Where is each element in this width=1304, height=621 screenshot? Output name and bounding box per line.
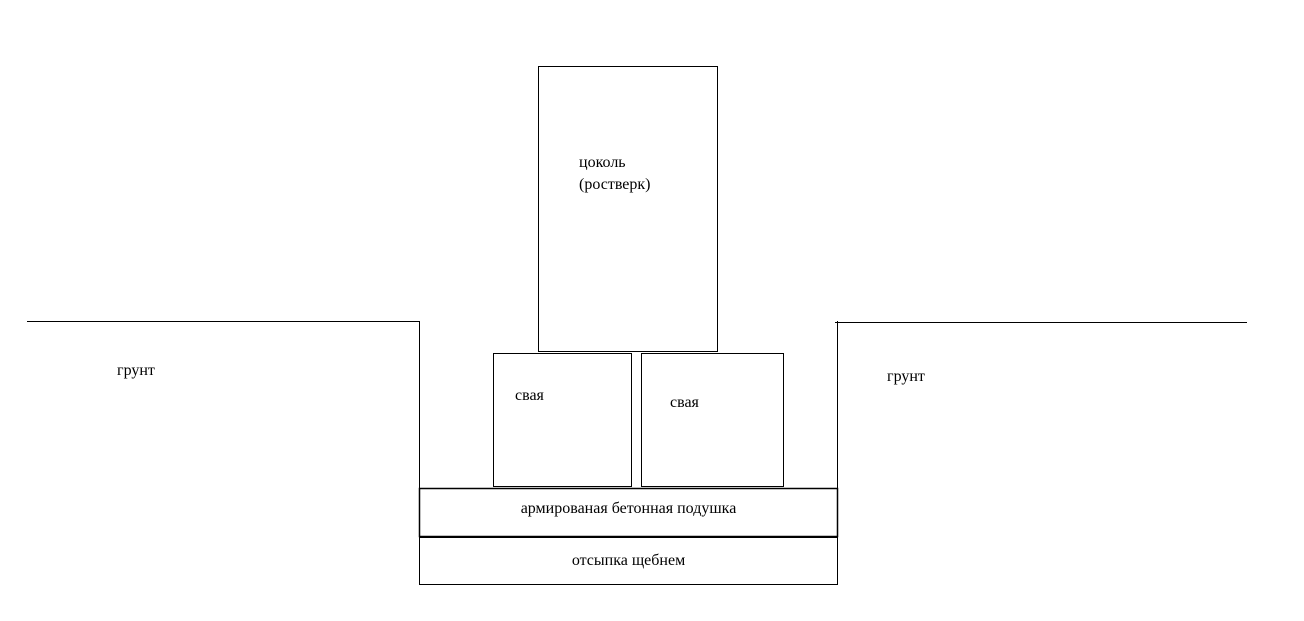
plinth-label-line2: (ростверк) [579, 176, 651, 193]
pile-right-block [641, 353, 784, 487]
pile-left-label: свая [515, 387, 544, 404]
concrete-pad-label: армированая бетонная подушка [520, 500, 737, 517]
soil-right-label: грунт [887, 368, 925, 385]
pile-right-label: свая [670, 394, 699, 411]
pile-left-block [493, 353, 632, 487]
plinth-block [538, 66, 718, 352]
concrete-pad-block [418, 487, 839, 538]
soil-left-label: грунт [117, 362, 155, 379]
gravel-fill-label: отсыпка щебнем [571, 552, 686, 569]
gravel-fill-block [419, 537, 838, 585]
plinth-label-line1: цоколь [579, 154, 626, 171]
